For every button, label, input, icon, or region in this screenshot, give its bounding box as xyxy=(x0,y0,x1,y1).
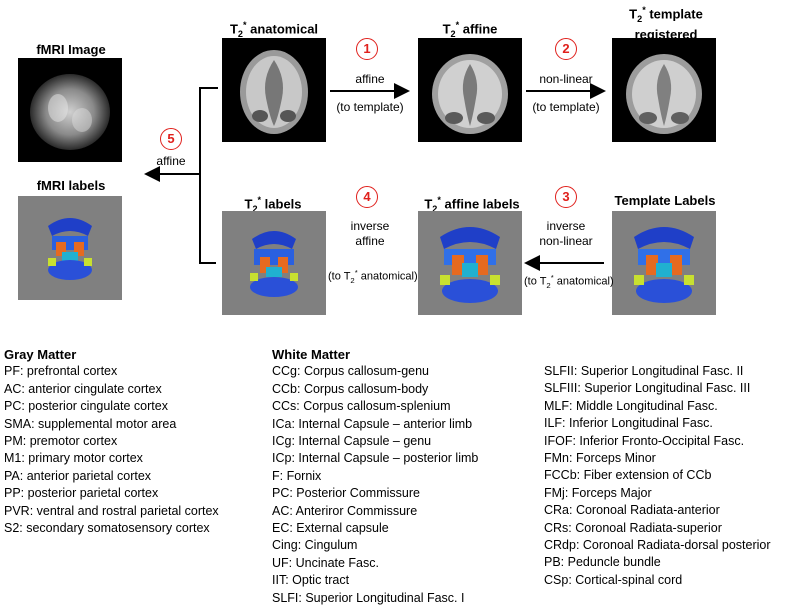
step-5-badge: 5 xyxy=(160,128,182,150)
white-matter-heading: White Matter xyxy=(272,347,350,362)
legend-item: CCb: Corpus callosum-body xyxy=(272,381,429,396)
step-2-target: (to template) xyxy=(532,100,600,114)
gray-matter-legend: Gray Matter PF: prefrontal cortex AC: an… xyxy=(4,346,219,537)
t2-affine-image xyxy=(418,38,522,142)
legend-item: PC: Posterior Commissure xyxy=(272,486,420,501)
fmri-image xyxy=(18,58,122,162)
t2-anatomical-title: T2* anatomical xyxy=(229,20,319,39)
legend-item: PC: posterior cingulate cortex xyxy=(4,399,168,414)
legend-item: PA: anterior parietal cortex xyxy=(4,468,152,483)
t2-affine-title: T2* affine xyxy=(442,20,498,39)
legend-item: CRdp: Coronoal Radiata-dorsal posterior xyxy=(544,538,771,553)
legend-item: SLFIII: Superior Longitudinal Fasc. III xyxy=(544,381,751,396)
step-3-line2: non-linear xyxy=(539,234,593,248)
t2-affine-labels-title: T2* affine labels xyxy=(424,195,520,214)
legend-item: S2: secondary somatosensory cortex xyxy=(4,521,210,536)
legend-item: IFOF: Inferior Fronto-Occipital Fasc. xyxy=(544,433,745,448)
step-4-line1: inverse xyxy=(350,219,390,233)
legend-item: FMn: Forceps Minor xyxy=(544,451,656,466)
step-4-target: (to T2* anatomical) xyxy=(328,268,418,285)
fmri-labels-title: fMRI labels xyxy=(36,178,106,193)
legend-item: CCg: Corpus callosum-genu xyxy=(272,364,430,379)
legend-item: FCCb: Fiber extension of CCb xyxy=(544,468,712,483)
legend-item: PM: premotor cortex xyxy=(4,434,118,449)
legend-item: MLF: Middle Longitudinal Fasc. xyxy=(544,398,718,413)
legend-item: PB: Peduncle bundle xyxy=(544,555,661,570)
legend-item: CSp: Cortical-spinal cord xyxy=(544,572,683,587)
white-matter-legend-continued: SLFII: Superior Longitudinal Fasc. II SL… xyxy=(544,363,771,589)
step-3-target: (to T2* anatomical) xyxy=(524,273,614,290)
step-3-line1: inverse xyxy=(546,219,586,233)
legend-item: UF: Uncinate Fasc. xyxy=(272,555,379,570)
step-4-line2: affine xyxy=(355,234,385,248)
legend-item: ICg: Internal Capsule – genu xyxy=(272,434,432,449)
legend-item: CRs: Coronoal Radiata-superior xyxy=(544,520,722,535)
t2-template-registered-image xyxy=(612,38,716,142)
step-2-badge: 2 xyxy=(555,38,577,60)
legend-item: Cing: Cingulum xyxy=(272,538,358,553)
legend-item: F: Fornix xyxy=(272,468,322,483)
t2-labels-title: T2* labels xyxy=(244,195,302,214)
legend-item: SLFII: Superior Longitudinal Fasc. II xyxy=(544,364,744,378)
legend-item: M1: primary motor cortex xyxy=(4,451,143,466)
legend-item: IIT: Optic tract xyxy=(272,573,350,588)
t2-labels-image xyxy=(222,211,326,315)
gray-matter-heading: Gray Matter xyxy=(4,347,77,362)
white-matter-legend: White Matter CCg: Corpus callosum-genu C… xyxy=(272,346,478,607)
legend-item: ICa: Internal Capsule – anterior limb xyxy=(272,416,473,431)
bracket-connector xyxy=(199,87,218,264)
step-3-badge: 3 xyxy=(555,186,577,208)
legend-item: AC: Anteriror Commissure xyxy=(272,503,418,518)
step-5-method: affine xyxy=(156,154,186,168)
legend-item: EC: External capsule xyxy=(272,521,389,536)
fmri-image-title: fMRI Image xyxy=(36,42,106,57)
legend-item: CCs: Corpus callosum-splenium xyxy=(272,399,451,414)
step-4-badge: 4 xyxy=(356,186,378,208)
legend-item: AC: anterior cingulate cortex xyxy=(4,381,162,396)
fmri-labels-image xyxy=(18,196,122,300)
step-1-method: affine xyxy=(355,72,385,86)
step-2-method: non-linear xyxy=(539,72,593,86)
legend-item: SMA: supplemental motor area xyxy=(4,416,177,431)
t2-affine-labels-image xyxy=(418,211,522,315)
t2-anatomical-image xyxy=(222,38,326,142)
legend-item: ICp: Internal Capsule – posterior limb xyxy=(272,451,479,466)
legend-item: PP: posterior parietal cortex xyxy=(4,486,159,501)
step-1-badge: 1 xyxy=(356,38,378,60)
legend-item: SLFI: Superior Longitudinal Fasc. I xyxy=(272,590,465,605)
legend-item: ILF: Inferior Longitudinal Fasc. xyxy=(544,416,713,431)
legend-item: PF: prefrontal cortex xyxy=(4,364,118,379)
legend-item: PVR: ventral and rostral parietal cortex xyxy=(4,503,219,518)
legend-item: CRa: Coronoal Radiata-anterior xyxy=(544,503,720,518)
template-labels-image xyxy=(612,211,716,315)
template-labels-title: Template Labels xyxy=(614,193,716,208)
step-1-target: (to template) xyxy=(336,100,404,114)
legend-item: FMj: Forceps Major xyxy=(544,485,652,500)
